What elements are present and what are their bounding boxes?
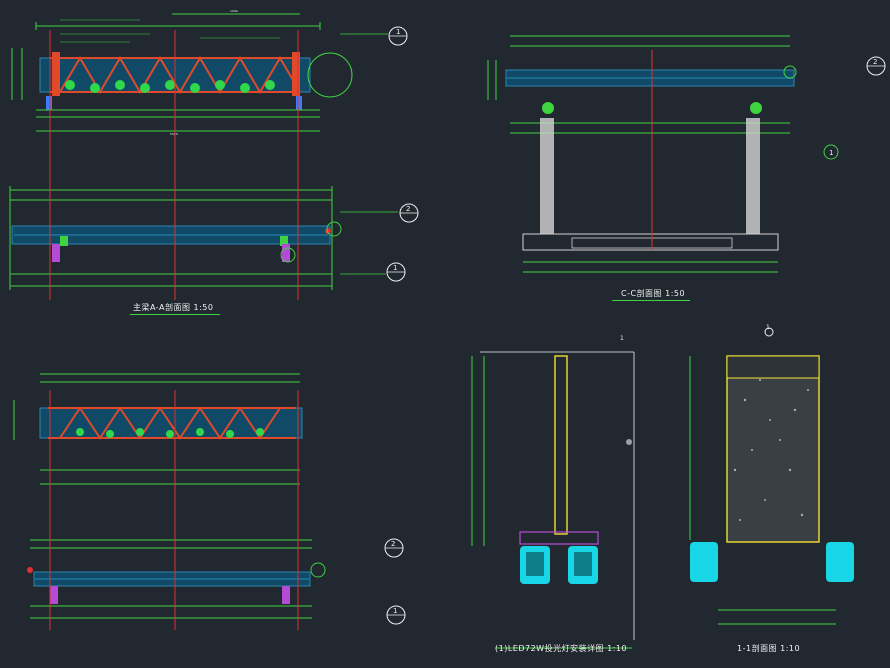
section-aa-drawing: 2 1 bbox=[9, 186, 419, 290]
callout-1-aa: 1 bbox=[393, 264, 397, 272]
svg-text:5300: 5300 bbox=[170, 132, 178, 136]
section-cc-drawing: 2 1 bbox=[487, 35, 886, 273]
lamp-install-detail bbox=[471, 351, 635, 649]
caption-section-cc: C-C剖面图 1:50 bbox=[621, 289, 686, 298]
callout-1-11: 1 bbox=[766, 324, 770, 331]
section-11-detail: 1 1 bbox=[620, 324, 854, 625]
centerlines bbox=[49, 30, 653, 630]
callout-2-bb: 2 bbox=[391, 540, 395, 548]
callout-1-cc-bottom: 1 bbox=[829, 149, 833, 157]
caption-underline-cc bbox=[612, 300, 690, 301]
callout-1-lamp: 1 bbox=[620, 335, 624, 342]
caption-section-11: 1-1剖面图 1:10 bbox=[737, 644, 801, 653]
callout-1-top: 1 bbox=[396, 28, 400, 36]
callout-2-aa: 2 bbox=[406, 205, 410, 213]
callout-1-cc-top: 2 bbox=[873, 58, 877, 66]
caption-lamp-install: (1)LED72W投光灯安装详图 1:10 bbox=[495, 644, 628, 653]
main-beam-elevation-bottom bbox=[13, 373, 303, 485]
svg-text:1200: 1200 bbox=[230, 9, 238, 13]
callout-1-bb: 1 bbox=[393, 607, 397, 615]
caption-section-aa: 主梁A-A剖面图 1:50 bbox=[133, 303, 214, 312]
caption-underline-aa bbox=[130, 314, 220, 315]
main-beam-elevation-top: 1200 5300 bbox=[11, 9, 408, 136]
section-bb-drawing: 2 1 bbox=[27, 538, 406, 625]
